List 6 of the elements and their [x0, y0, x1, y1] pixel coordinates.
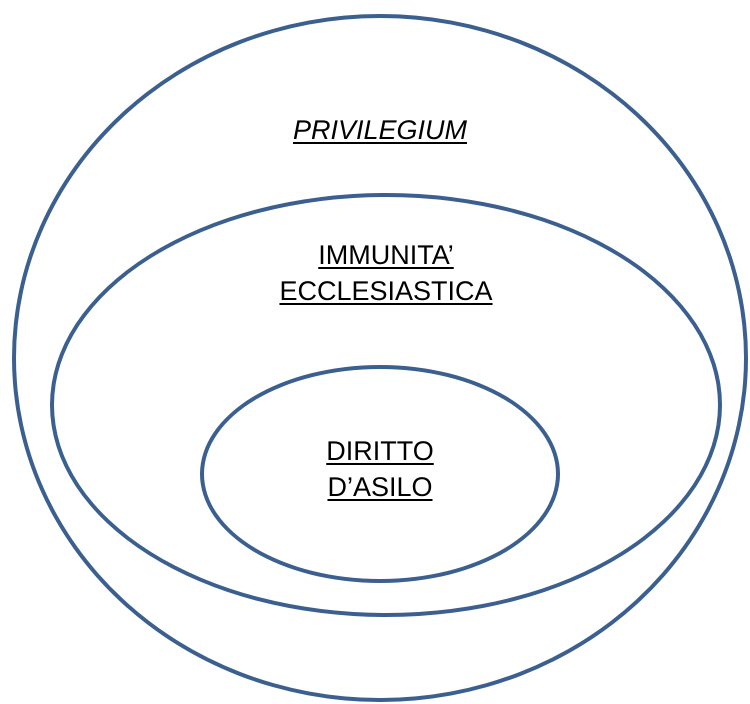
ellipse-label: DIRITTO D’ASILO: [325, 435, 435, 504]
ellipse-label: PRIVILEGIUM: [292, 114, 468, 147]
ellipse: [200, 365, 560, 583]
ellipse: [50, 193, 722, 617]
ellipse: [12, 14, 748, 702]
ellipse-label: IMMUNITA’ ECCLESIASTICA: [278, 239, 494, 308]
